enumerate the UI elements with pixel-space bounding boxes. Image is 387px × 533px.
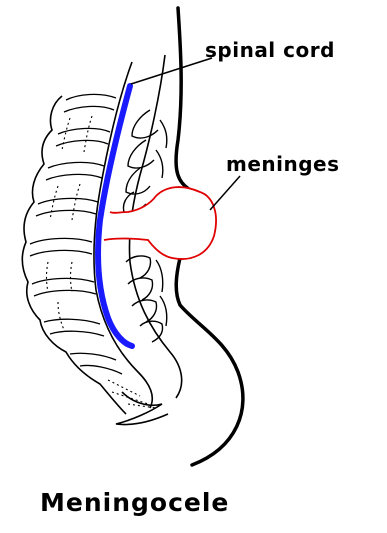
vertebral-column-anterior-edge <box>22 96 126 414</box>
spinal-cord-label: spinal cord <box>205 38 335 62</box>
spinous-processes-lower <box>126 256 167 342</box>
vertebral-dotted-detail <box>47 116 93 330</box>
meningeal-sac <box>104 187 216 259</box>
diagram-title: Meningocele <box>40 488 229 517</box>
spinal-cord-leader <box>131 58 212 84</box>
sacrum-coccyx <box>116 392 168 425</box>
meninges-leader <box>210 176 240 210</box>
meninges-label: meninges <box>226 152 340 176</box>
sacrum-lines <box>108 380 156 408</box>
